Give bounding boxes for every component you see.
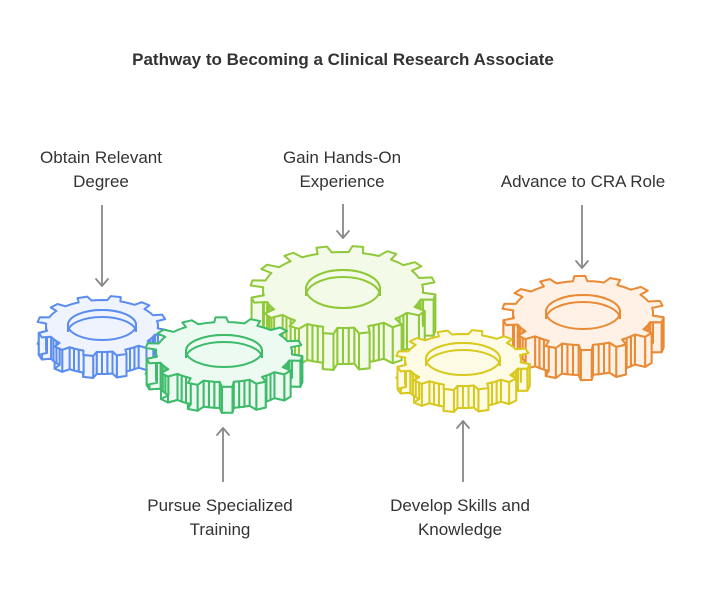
arrow-pursue-training: [216, 427, 230, 482]
step-label-advance-cra: Advance to CRA Role: [500, 172, 666, 191]
gear-gain-experience-hub-wall: [305, 269, 381, 297]
arrow-obtain-degree: [95, 205, 109, 287]
gear-develop-skills: [395, 329, 531, 413]
gear-obtain-degree-hub-wall: [67, 309, 137, 333]
gear-advance-cra-hub-wall: [545, 294, 621, 320]
diagram-title: Pathway to Becoming a Clinical Research …: [132, 50, 554, 69]
gear-layer: [36, 245, 665, 414]
gear-gain-experience: [249, 245, 437, 371]
arrow-gain-experience: [336, 204, 350, 239]
arrow-develop-skills: [456, 420, 470, 482]
gear-pursue-training: [144, 316, 304, 414]
gear-pursue-training-hub-wall: [185, 334, 263, 359]
arrow-layer: [95, 204, 589, 482]
arrow-advance-cra: [575, 205, 589, 269]
gear-develop-skills-hub-wall: [425, 342, 501, 367]
